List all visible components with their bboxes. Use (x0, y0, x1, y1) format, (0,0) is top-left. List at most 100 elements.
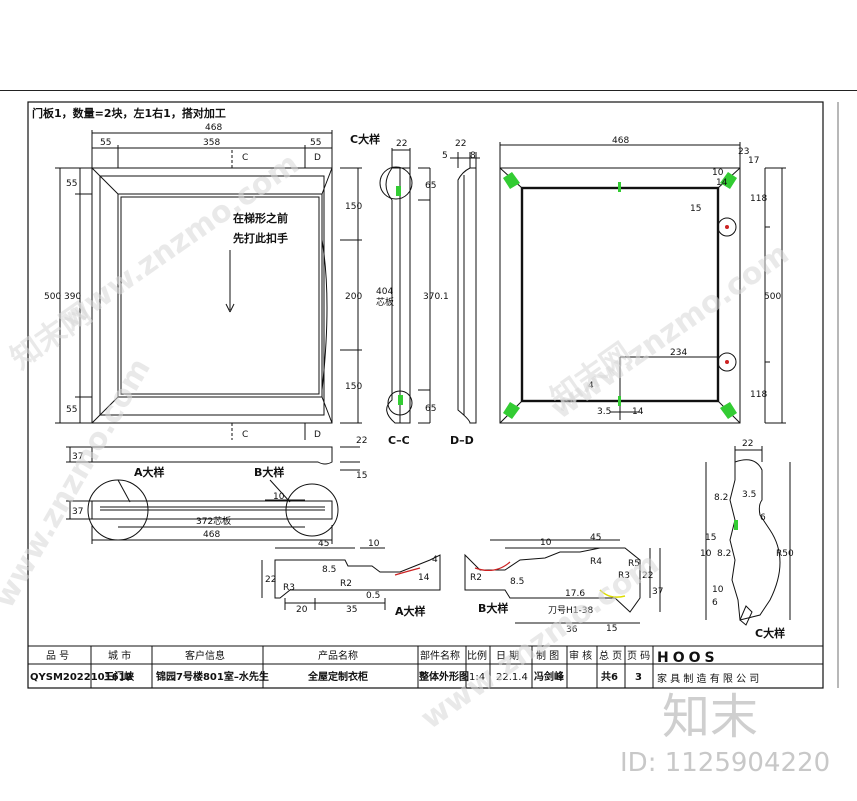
detail-c-dim-3: 15 (705, 533, 716, 543)
tb-header-5: 比例 (467, 649, 487, 662)
detail-b-yellow-curve (599, 589, 626, 598)
tb-header-6: 日 期 (496, 650, 519, 662)
back-green-corner-br (720, 402, 737, 419)
section-cc-green-mark-top (396, 186, 401, 196)
section-dd-label: D–D (450, 434, 474, 447)
detail-a-dim-4: 35 (346, 605, 357, 615)
tb-header-8: 审 核 (569, 649, 592, 662)
detail-b-dim-10: R5 (628, 559, 640, 569)
company-name: 家 具 制 造 有 限 公 司 (657, 672, 759, 685)
detail-b-dim-3: 37 (652, 587, 663, 597)
section-cc-title: C大样 (350, 132, 380, 146)
front-right-mid-dim: 200 (345, 292, 362, 302)
detail-b-dim-1: 45 (590, 533, 601, 543)
watermark-id: ID: 1125904220 (620, 748, 830, 778)
tb-header-10: 页 码 (627, 650, 650, 662)
front-section-c-bottom: C (242, 430, 248, 440)
back-hinge-top-dim: 118 (750, 194, 767, 204)
front-inner-height-dim: 390 (64, 292, 81, 302)
back-corner-b: 17 (748, 156, 759, 166)
bottom-right-a: 22 (356, 436, 367, 446)
back-green-corner-tr (720, 172, 737, 189)
section-cc-green-mark-bottom (398, 395, 403, 405)
front-rail-top-dim: 55 (66, 179, 77, 189)
detail-c-dim-1: 3.5 (742, 490, 756, 500)
back-width-dim: 468 (612, 136, 629, 146)
top-separator (0, 90, 857, 91)
bottom-label-b: B大样 (254, 465, 284, 479)
section-cc (379, 148, 430, 424)
front-note-line2: 先打此扣手 (233, 231, 288, 245)
detail-c-dim-9: 6 (712, 598, 718, 608)
detail-a (261, 547, 441, 610)
tb-value-date: 22.1.4 (496, 672, 528, 683)
watermark-text-4: www.znzmo.com (0, 352, 158, 614)
tb-value-part-name: 整体外形图 (418, 670, 469, 683)
front-view (55, 130, 362, 440)
title-block (27, 645, 824, 689)
tb-value-total: 共6 (601, 670, 618, 683)
detail-a-dim-9: R3 (283, 583, 295, 593)
back-green-corner-tl (503, 172, 520, 189)
detail-b-label: B大样 (478, 601, 508, 615)
section-cc-top-offset: 65 (425, 181, 436, 191)
detail-c-green-mark (734, 520, 738, 530)
front-note-line1: 在梯形之前 (233, 211, 288, 225)
back-small-a: 4 (588, 381, 594, 391)
tb-header-9: 总 页 (599, 649, 622, 662)
tb-value-city: 三门峡 (104, 670, 134, 683)
detail-a-dim-8: 0.5 (366, 591, 380, 601)
back-green-mark-bottom (618, 396, 621, 406)
section-dd-dim-b: 22 (455, 139, 466, 149)
detail-a-dim-5: 14 (418, 573, 430, 583)
detail-c-label: C大样 (755, 626, 785, 640)
detail-c (705, 446, 791, 626)
back-green-corner-bl (503, 402, 520, 419)
back-hinge-hole-top (725, 225, 729, 229)
bottom-inner-dim: 10 (273, 492, 285, 502)
bottom-label-a: A大样 (134, 465, 165, 479)
section-dd (429, 152, 480, 424)
detail-c-dim-6: 6 (760, 513, 766, 523)
tb-value-page: 3 (635, 672, 642, 683)
detail-b-red-curve (474, 561, 511, 572)
detail-c-dim-7: R50 (776, 549, 794, 559)
tb-header-3: 产品名称 (318, 649, 358, 662)
detail-a-dim-6: 4 (432, 555, 438, 565)
detail-b-tool-label: 刀号H1-38 (548, 605, 593, 616)
back-handle-offset-dim: 234 (670, 348, 687, 358)
company-logo: HOOS (657, 650, 719, 666)
detail-b-dim-6: 17.6 (565, 589, 585, 599)
detail-c-dim-5: 8.2 (717, 549, 731, 559)
section-cc-height: 404 (376, 287, 393, 297)
detail-c-dim-4: 10 (700, 549, 712, 559)
front-right-bottom-dim: 150 (345, 382, 362, 392)
back-corner-d: 14 (716, 178, 728, 188)
bottom-overall-dim: 468 (203, 530, 220, 540)
detail-b-dim-8: R3 (618, 571, 630, 581)
detail-b-dim-5: 15 (606, 624, 617, 634)
tb-value-product-no: QYSM2022101612 (30, 672, 133, 683)
detail-b-dim-2: 22 (642, 571, 653, 581)
detail-a-red-curve (394, 567, 421, 576)
tb-value-drawer: 冯剑峰 (534, 670, 565, 683)
detail-c-dim-0: 22 (742, 439, 753, 449)
tb-header-0: 品 号 (46, 650, 69, 662)
back-corner-c: 10 (712, 168, 724, 178)
back-hinge-bottom-dim: 118 (750, 390, 767, 400)
section-dd-dim-c: 8 (470, 151, 476, 161)
front-section-c-top: C (242, 153, 248, 163)
tb-value-scale: 1:4 (469, 672, 485, 683)
tb-header-7: 制 图 (536, 649, 559, 662)
detail-b-dim-7: 8.5 (510, 577, 524, 587)
section-cc-top-width: 22 (396, 139, 407, 149)
section-cc-label: C–C (388, 434, 410, 447)
section-cc-height-note: 芯板 (376, 296, 394, 308)
detail-b-dim-0: 10 (540, 538, 552, 548)
bottom-thickness-dim: 37 (72, 452, 83, 462)
detail-a-label: A大样 (395, 604, 426, 618)
front-rail-bottom-dim: 55 (66, 405, 77, 415)
detail-a-dim-7: 8.5 (322, 565, 336, 575)
